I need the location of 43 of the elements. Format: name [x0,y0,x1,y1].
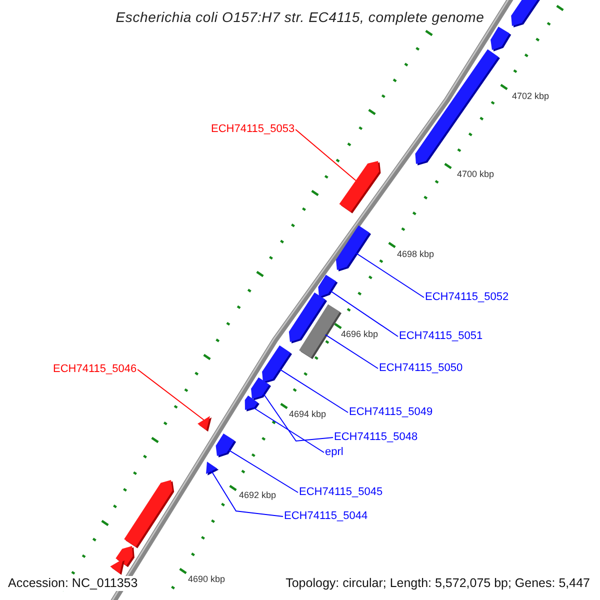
gene-feature [339,161,381,214]
gene-bar [299,304,342,360]
leader-line [252,407,324,453]
tick-label: 4696 kbp [341,330,378,339]
gene-label: ECH74115_5050 [379,363,463,374]
leader-line [137,369,204,420]
gene-label: ECH74115_5049 [349,407,433,418]
gene-feature [244,395,260,412]
genome-stats: Topology: circular; Length: 5,572,075 bp; Genes: 5,447 [286,576,590,590]
leader-line [228,449,298,493]
accession-text: Accession: NC_011353 [8,576,138,590]
gene-label: eprl [325,447,344,458]
leader-line [324,334,378,369]
tick-label: 4694 kbp [289,410,326,419]
gene-label: ECH74115_5051 [399,331,483,342]
leader-line [278,368,348,413]
gene-feature [511,0,542,28]
gene-feature [318,274,338,298]
tick-label: 4690 kbp [188,575,226,584]
leader-line [355,252,424,298]
gene-label: ECH74115_5048 [334,432,418,443]
gene-feature [490,26,512,52]
gene-feature [206,462,219,476]
gene-label: ECH74115_5044 [284,511,368,522]
gene-feature [216,434,236,458]
gene-feature [262,345,292,384]
leader-line [262,393,334,442]
leader-line [330,290,398,337]
gene-feature [336,225,372,272]
gene-feature [110,559,125,575]
gene-feature [415,49,500,166]
gene-feature [198,416,212,432]
gene-feature [251,377,271,400]
gene-feature [124,480,174,548]
gene-label: ECH74115_5045 [299,487,383,498]
gene-label: ECH74115_5052 [425,292,509,303]
leader-line [295,129,356,181]
tick-label: 4698 kbp [397,250,434,259]
tick-label: 4702 kbp [512,92,550,101]
gene-label: ECH74115_5046 [53,364,137,375]
leader-line [211,470,284,517]
tick-label: 4692 kbp [239,491,276,500]
gene-label: ECH74115_5053 [211,124,295,135]
